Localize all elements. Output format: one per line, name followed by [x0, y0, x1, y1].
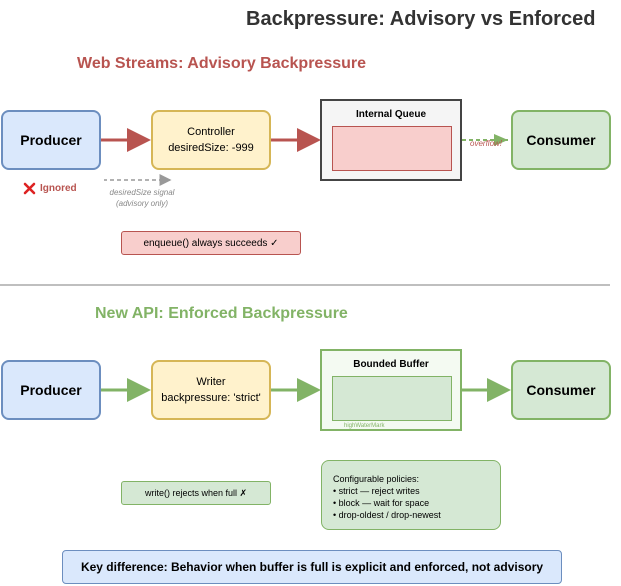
top-consumer-node: Consumer [511, 110, 611, 170]
writer-backpressure: backpressure: 'strict' [161, 392, 261, 404]
top-producer-label: Producer [20, 132, 82, 148]
writer-node: Writer backpressure: 'strict' [151, 360, 271, 420]
page-title: Backpressure: Advisory vs Enforced [246, 8, 596, 30]
policy-block: • block — wait for space [333, 498, 430, 508]
controller-title: Controller [187, 126, 235, 138]
top-producer-node: Producer [1, 110, 101, 170]
write-note: write() rejects when full ✗ [121, 481, 271, 505]
internal-queue-node: Internal Queue [320, 99, 462, 181]
overflow-label: overflow! [470, 139, 503, 148]
top-consumer-label: Consumer [526, 132, 596, 148]
bottom-producer-node: Producer [1, 360, 101, 420]
policy-drop: • drop-oldest / drop-newest [333, 510, 441, 520]
bottom-producer-label: Producer [20, 382, 82, 398]
x-mark-icon [23, 182, 36, 195]
policies-title: Configurable policies: [333, 474, 420, 484]
advisory-section-heading: Web Streams: Advisory Backpressure [77, 55, 367, 72]
desiredsize-signal-note: desiredSize signal (advisory only) [100, 187, 184, 209]
enqueue-note-text: enqueue() always succeeds ✓ [143, 237, 279, 249]
key-difference-banner: Key difference: Behavior when buffer is … [62, 550, 562, 584]
high-water-mark-label: highWaterMark [344, 423, 385, 429]
bottom-consumer-label: Consumer [526, 382, 596, 398]
bounded-buffer-node: Bounded Buffer highWaterMark [320, 349, 462, 431]
signal-line-1: desiredSize signal [109, 188, 175, 197]
controller-desiredsize: desiredSize: -999 [168, 142, 254, 154]
ignored-indicator: Ignored [23, 182, 77, 195]
key-difference-text: Key difference: Behavior when buffer is … [80, 560, 544, 574]
enforced-section-heading: New API: Enforced Backpressure [95, 305, 348, 322]
enqueue-note: enqueue() always succeeds ✓ [121, 231, 301, 255]
write-note-text: write() rejects when full ✗ [144, 487, 248, 498]
policies-box: Configurable policies: • strict — reject… [321, 460, 501, 530]
bounded-buffer-label: Bounded Buffer [353, 359, 429, 370]
buffer-fill [332, 376, 452, 421]
controller-node: Controller desiredSize: -999 [151, 110, 271, 170]
ignored-label: Ignored [40, 183, 77, 194]
signal-line-2: (advisory only) [115, 199, 168, 208]
queue-fill [332, 126, 452, 171]
writer-title: Writer [196, 376, 226, 388]
policy-strict: • strict — reject writes [333, 486, 420, 496]
bottom-consumer-node: Consumer [511, 360, 611, 420]
internal-queue-label: Internal Queue [355, 109, 426, 120]
